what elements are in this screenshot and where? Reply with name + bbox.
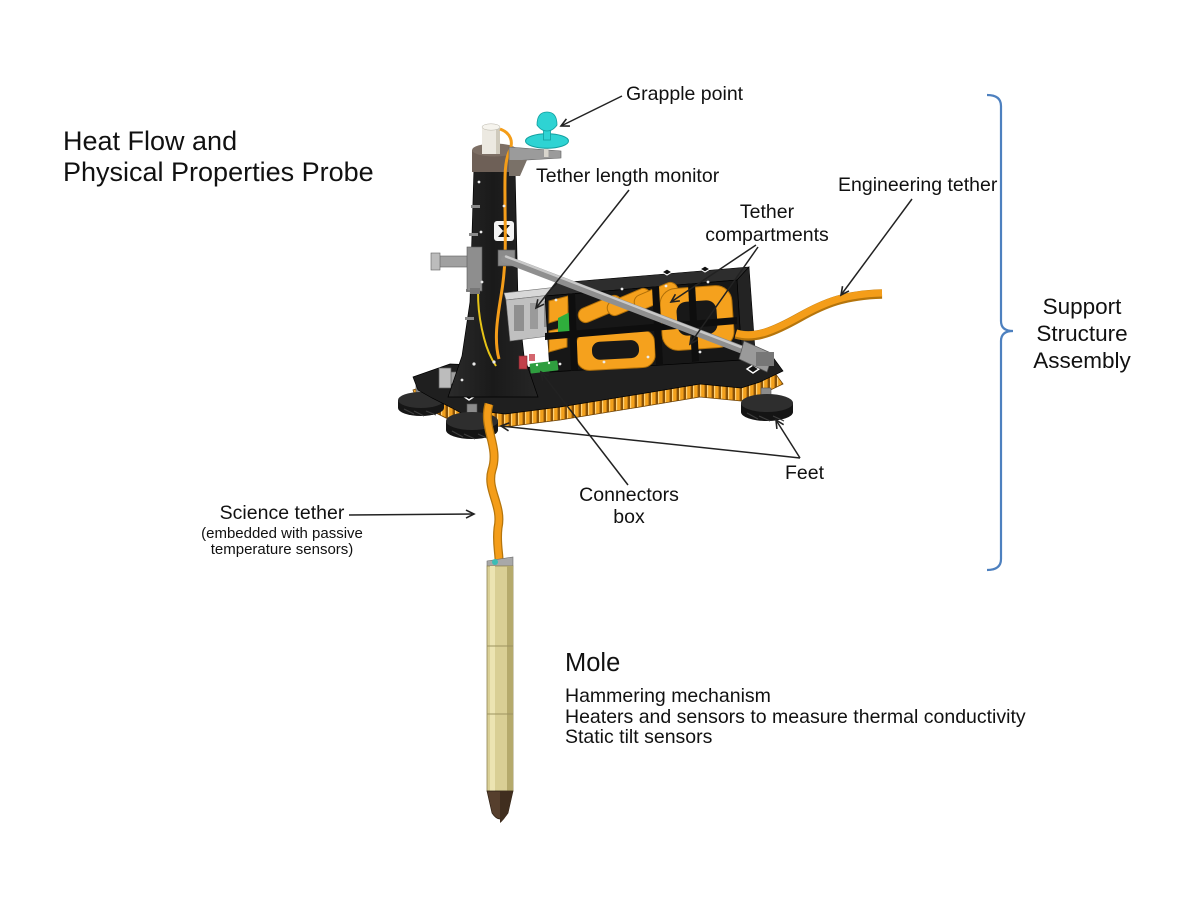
grapple-pin	[544, 148, 549, 157]
arrow-connectors-box	[539, 370, 629, 486]
grapple-arm	[508, 146, 562, 162]
mole-penetrator	[486, 556, 514, 823]
tower-white-cylinder-top	[481, 123, 501, 131]
label-science-tether-note: (embedded with passive temperature senso…	[201, 525, 363, 558]
arrow-feet-left	[499, 422, 801, 459]
annotation-arrows	[348, 95, 913, 519]
base-clamp-end	[438, 367, 452, 389]
connectors-pcb	[518, 354, 559, 374]
label-mole-features: Hammering mechanism Heaters and sensors …	[565, 685, 1026, 748]
label-mole-title: Mole	[565, 649, 621, 677]
support-bracket-arm	[430, 246, 483, 294]
mole-top-sensor	[492, 559, 498, 565]
mole-body-highlight	[490, 566, 495, 791]
arrow-engineering-tether	[839, 198, 913, 297]
grapple-fixture	[508, 111, 569, 176]
arrow-grapple-point	[559, 95, 623, 127]
label-tether-compartments: Tether compartments	[705, 201, 829, 246]
engineering-tether-ribbon	[734, 289, 883, 341]
arrow-science-tether	[348, 509, 476, 519]
foot-disc-right	[741, 387, 793, 422]
tether-compartment-box	[544, 265, 756, 373]
mole-tip-shade	[500, 791, 513, 823]
label-grapple-point: Grapple point	[626, 83, 744, 105]
compartment-decals	[660, 265, 712, 276]
arrow-tether-compartments-1	[669, 244, 757, 303]
label-engineering-tether: Engineering tether	[838, 174, 998, 196]
mole-body-shade	[507, 566, 513, 791]
tower-white-cylinder	[482, 127, 500, 154]
tower-white-cylinder-shade	[496, 127, 500, 154]
label-connectors-box: Connectors box	[579, 484, 679, 528]
rod-end-block	[756, 352, 774, 366]
label-support-structure-assembly: Support Structure Assembly	[1033, 294, 1131, 373]
grapple-ball	[536, 111, 558, 132]
arrow-tether-compartments-2	[688, 246, 759, 346]
arrow-tether-length-monitor	[534, 189, 630, 310]
compartment-green-wedge	[558, 312, 570, 336]
diagonal-deployment-rod	[497, 249, 774, 373]
grapple-arm-support	[509, 160, 527, 176]
page-title: Heat Flow and Physical Properties Probe	[63, 126, 374, 187]
science-tether-ribbon	[482, 402, 504, 567]
label-science-tether: Science tether	[219, 502, 345, 524]
support-structure-brace	[986, 93, 1014, 572]
label-tether-length-monitor: Tether length monitor	[536, 165, 720, 187]
tower-rivets	[460, 180, 508, 382]
label-feet: Feet	[785, 462, 825, 484]
arrow-feet-right	[775, 418, 801, 459]
